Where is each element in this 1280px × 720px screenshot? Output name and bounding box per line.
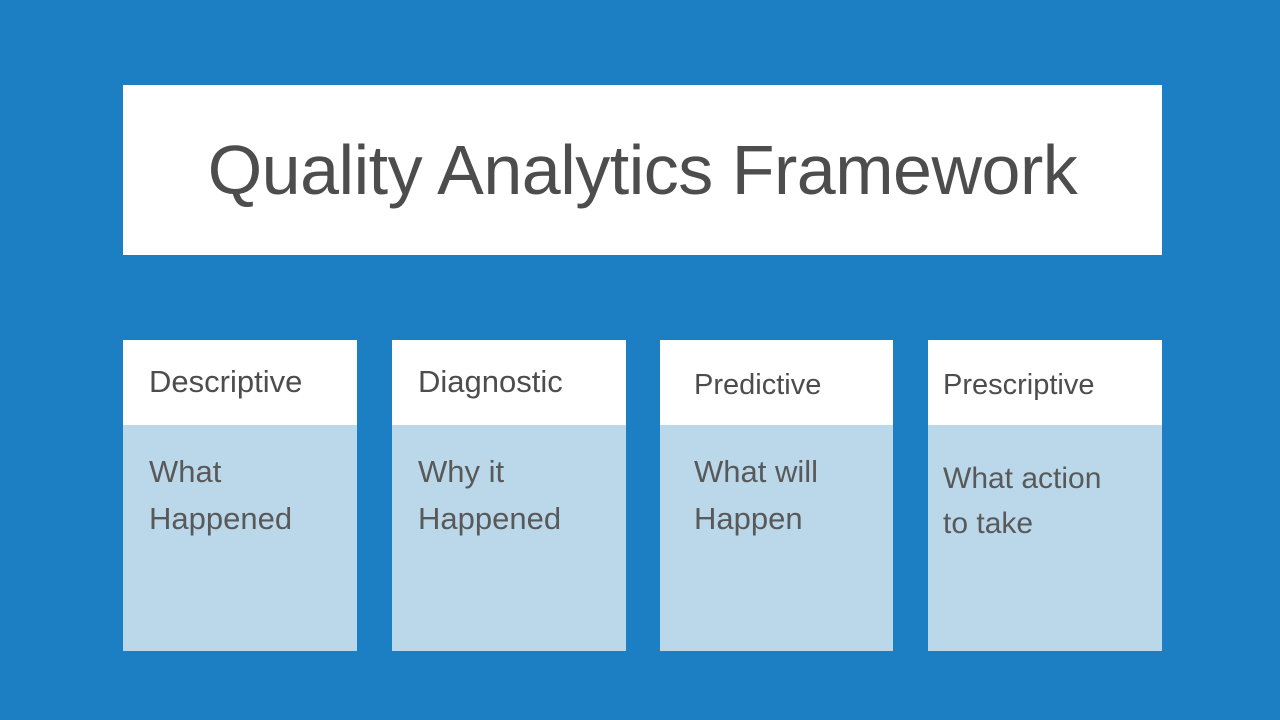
card-body-descriptive: What Happened bbox=[123, 425, 357, 542]
card-header-label: Diagnostic bbox=[418, 364, 563, 400]
analytics-card-descriptive[interactable]: Descriptive What Happened bbox=[123, 340, 357, 651]
card-header-label: Predictive bbox=[694, 368, 822, 401]
card-body-predictive: What will Happen bbox=[660, 425, 893, 542]
analytics-card-predictive[interactable]: Predictive What will Happen bbox=[660, 340, 893, 651]
title-box: Quality Analytics Framework bbox=[123, 85, 1162, 255]
analytics-card-diagnostic[interactable]: Diagnostic Why it Happened bbox=[392, 340, 626, 651]
card-body-label: Why it Happened bbox=[418, 454, 562, 536]
card-header-diagnostic: Diagnostic bbox=[392, 340, 626, 425]
card-header-label: Descriptive bbox=[149, 364, 303, 400]
card-body-diagnostic: Why it Happened bbox=[392, 425, 626, 542]
card-header-predictive: Predictive bbox=[660, 340, 893, 425]
page-title: Quality Analytics Framework bbox=[207, 131, 1078, 209]
card-header-label: Prescriptive bbox=[943, 368, 1095, 401]
card-body-label: What will Happen bbox=[694, 454, 819, 536]
card-body-label: What action to take bbox=[943, 462, 1102, 540]
card-header-prescriptive: Prescriptive bbox=[928, 340, 1162, 425]
card-body-prescriptive: What action to take bbox=[928, 425, 1162, 546]
analytics-card-prescriptive[interactable]: Prescriptive What action to take bbox=[928, 340, 1162, 651]
card-body-label: What Happened bbox=[149, 454, 293, 536]
card-header-descriptive: Descriptive bbox=[123, 340, 357, 425]
